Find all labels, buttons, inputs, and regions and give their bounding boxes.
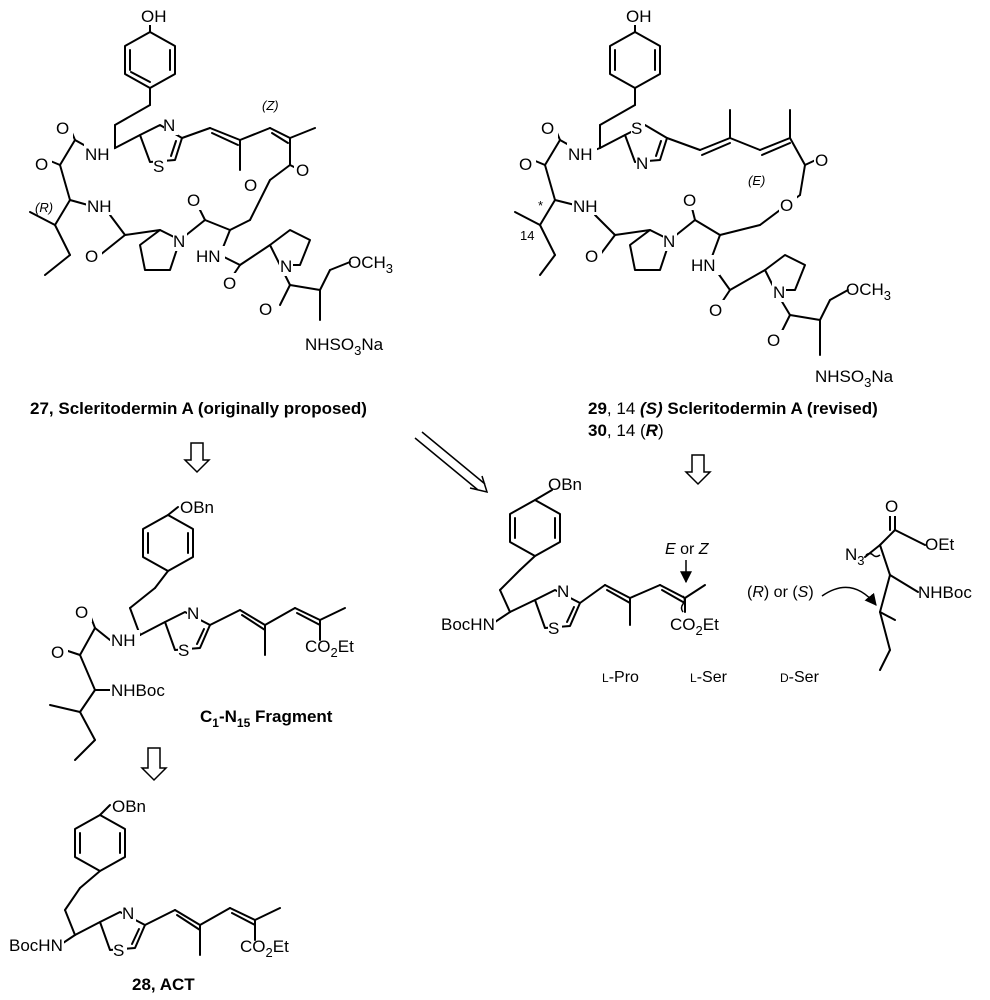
pro-n-label: N <box>173 232 185 251</box>
r-or-s-label: (R) or (S) <box>747 584 814 601</box>
hn-label: HN <box>196 247 221 266</box>
pro-co-o-label: O <box>187 191 200 210</box>
l-pro-label: L-Pro <box>602 669 639 686</box>
nh-label: NH <box>85 145 110 164</box>
oet-label: OEt <box>925 535 955 554</box>
ser-co-o-label: O <box>259 300 272 319</box>
retro-arrow-down-27 <box>183 442 211 474</box>
och3-label: OCH3 <box>348 253 393 276</box>
ester-o-label-bb: O <box>885 497 898 516</box>
co2et-label-frag: CO2Et <box>305 637 354 660</box>
co2et-label-bb: CO2Et <box>670 615 719 638</box>
d-ser-label: D-Ser <box>780 669 820 686</box>
keto-o-label-frag: O <box>51 643 64 662</box>
building-block-thiazole-diene: OBn BocHN N S CO2Et E or Z <box>440 475 719 638</box>
l-ser-label: L-Ser <box>690 669 728 686</box>
thiazole-n-label: N <box>163 116 175 135</box>
thiazole-s-label-frag: S <box>178 641 189 660</box>
r-label: (R) <box>35 200 53 215</box>
building-block-azido-ester: O OEt N3 NHBoc (R) or (S) <box>747 496 972 671</box>
caption-28: 28, ACT <box>132 975 195 994</box>
och3-label-29: OCH3 <box>846 280 891 303</box>
pro-n-label-29: N <box>663 232 675 251</box>
bochn-label-28: BocHN <box>9 936 63 955</box>
thiazole-n-label-29: N <box>636 154 648 173</box>
pro2-n-label: N <box>280 257 292 276</box>
amide-o-label-2: O <box>223 274 236 293</box>
nhso3na-label-29: NHSO3Na <box>815 367 894 390</box>
caption-29: 29, 14 (S) Scleritodermin A (revised) <box>588 399 878 418</box>
nhboc-label-frag: NHBoc <box>111 681 165 700</box>
nh-label-frag: NH <box>111 631 136 650</box>
carbonyl-o-label: O <box>56 119 69 138</box>
ser-co-o-label-29: O <box>767 331 780 350</box>
retro-arrow-down-29 <box>684 454 712 486</box>
bochn-label-bb: BocHN <box>441 615 495 634</box>
amide-o-label: O <box>85 247 98 266</box>
pro2-n-label-29: N <box>773 283 785 302</box>
oh-label: OH <box>141 7 167 26</box>
carbonyl-o-label-frag: O <box>75 603 88 622</box>
oh-label-29: OH <box>626 7 652 26</box>
thiazole-n-label-frag: N <box>187 604 199 623</box>
star-label: * <box>538 198 543 213</box>
z-label: (Z) <box>262 98 279 113</box>
obn-label: OBn <box>180 498 214 517</box>
caption-27: 27, Scleritodermin A (originally propose… <box>30 399 367 418</box>
structure-c1-n15-fragment: OBn NH N S O O NHBoc CO2Et <box>49 498 354 761</box>
pro-co-o-label-29: O <box>683 191 696 210</box>
co2et-label-28: CO2Et <box>240 937 289 960</box>
ester-o-label: O <box>296 161 309 180</box>
thiazole-s-label: S <box>153 157 164 176</box>
ester-link-o-label: O <box>244 176 257 195</box>
nh-label-29b: NH <box>573 197 598 216</box>
e-label: (E) <box>748 173 765 188</box>
structure-27-scleritodermin-a: OH NH N S (Z) O O O O (R) NH O O N HN O … <box>29 5 393 358</box>
structure-28-act: OBn BocHN N S CO2Et <box>8 797 289 960</box>
hn-label-29: HN <box>691 256 716 275</box>
amide-o-label-29: O <box>585 247 598 266</box>
structure-29-revised: OH NH S N (E) O O O O * 14 NH O O N HN O… <box>514 5 894 390</box>
keto-o-label-29: O <box>519 155 532 174</box>
caption-30: 30, 14 (R) <box>588 421 664 440</box>
thiazole-s-label-bb: S <box>548 619 559 638</box>
thiazole-s-label-28: S <box>113 941 124 960</box>
nh-label-29: NH <box>568 145 593 164</box>
caption-fragment: C1-N15 Fragment <box>200 707 333 730</box>
amide-o-label-29b: O <box>709 301 722 320</box>
ester-link-o-label-29: O <box>780 196 793 215</box>
obn-label-bb: OBn <box>548 475 582 494</box>
thiazole-n-label-28: N <box>122 904 134 923</box>
nhso3na-label: NHSO3Na <box>305 335 384 358</box>
position-14-label: 14 <box>520 228 534 243</box>
carbonyl-o-label-29: O <box>541 119 554 138</box>
retro-arrow-down-fragment <box>140 747 168 782</box>
nhboc-label-bb: NHBoc <box>918 583 972 602</box>
n3-label: N3 <box>845 545 865 568</box>
retro-arrow-diagonal <box>414 431 489 494</box>
ester-o-label-29: O <box>815 151 828 170</box>
nh-label-2: NH <box>87 197 112 216</box>
thiazole-n-label-bb: N <box>557 582 569 601</box>
thiazole-s-label-29: S <box>631 119 642 138</box>
keto-o-label: O <box>35 155 48 174</box>
e-or-z-label: E or Z <box>665 541 710 558</box>
obn-label-28: OBn <box>112 797 146 816</box>
